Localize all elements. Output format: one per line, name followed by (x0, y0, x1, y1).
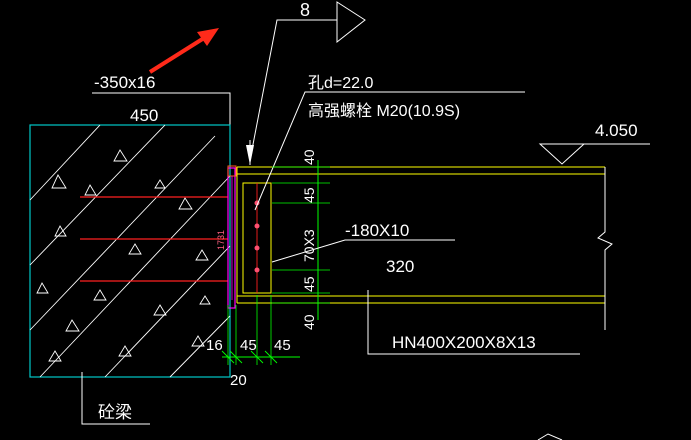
section-tag: 8 (300, 0, 310, 20)
gap-20-label: 20 (230, 372, 247, 389)
elevation-mark: 4.050 (538, 121, 650, 165)
dim-bottom-label: 40 (301, 314, 317, 330)
embed-mark: 1731 (216, 230, 226, 250)
vertical-dimensions: 40 45 70X3 45 40 (272, 149, 330, 330)
fin-plate-leader: -180X10 320 (271, 221, 455, 276)
bolt (254, 245, 260, 251)
dim-top-label: 40 (301, 149, 317, 165)
gap-16-label: 16 (206, 337, 223, 354)
dim-upper-label: 45 (301, 187, 317, 203)
gap-45b-label: 45 (274, 337, 291, 354)
annotation-arrow (148, 28, 219, 74)
end-plate-label: -350x16 (94, 73, 155, 92)
concrete-width-label: 450 (130, 106, 158, 125)
dim-pitch-label: 70X3 (301, 229, 317, 262)
beam-section-label: HN400X200X8X13 (392, 333, 536, 352)
gap-45a-label: 45 (240, 337, 257, 354)
fin-plate-label: -180X10 (345, 221, 409, 240)
embedded-end-plate: 1731 (216, 165, 237, 309)
fin-length-label: 320 (386, 257, 414, 276)
concrete-beam (29, 124, 231, 378)
bolt (254, 267, 260, 273)
member-leader: 砼梁 (81, 372, 150, 425)
bolt-spec-label: 高强螺栓 M20(10.9S) (308, 102, 460, 120)
elevation-label: 4.050 (595, 121, 638, 140)
dim-lower-label: 45 (301, 276, 317, 292)
section-mark: 8 (246, 0, 366, 165)
hole-diameter-label: 孔d=22.0 (308, 74, 373, 92)
beam-section-leader: HN400X200X8X13 (367, 290, 580, 355)
horizontal-dimensions: 16 45 45 20 (206, 295, 300, 389)
bolt (254, 223, 260, 229)
member-name-label: 砼梁 (98, 403, 132, 422)
anchor-bars (80, 196, 228, 282)
bolt-leader: 孔d=22.0 高强螺栓 M20(10.9S) (254, 74, 525, 211)
